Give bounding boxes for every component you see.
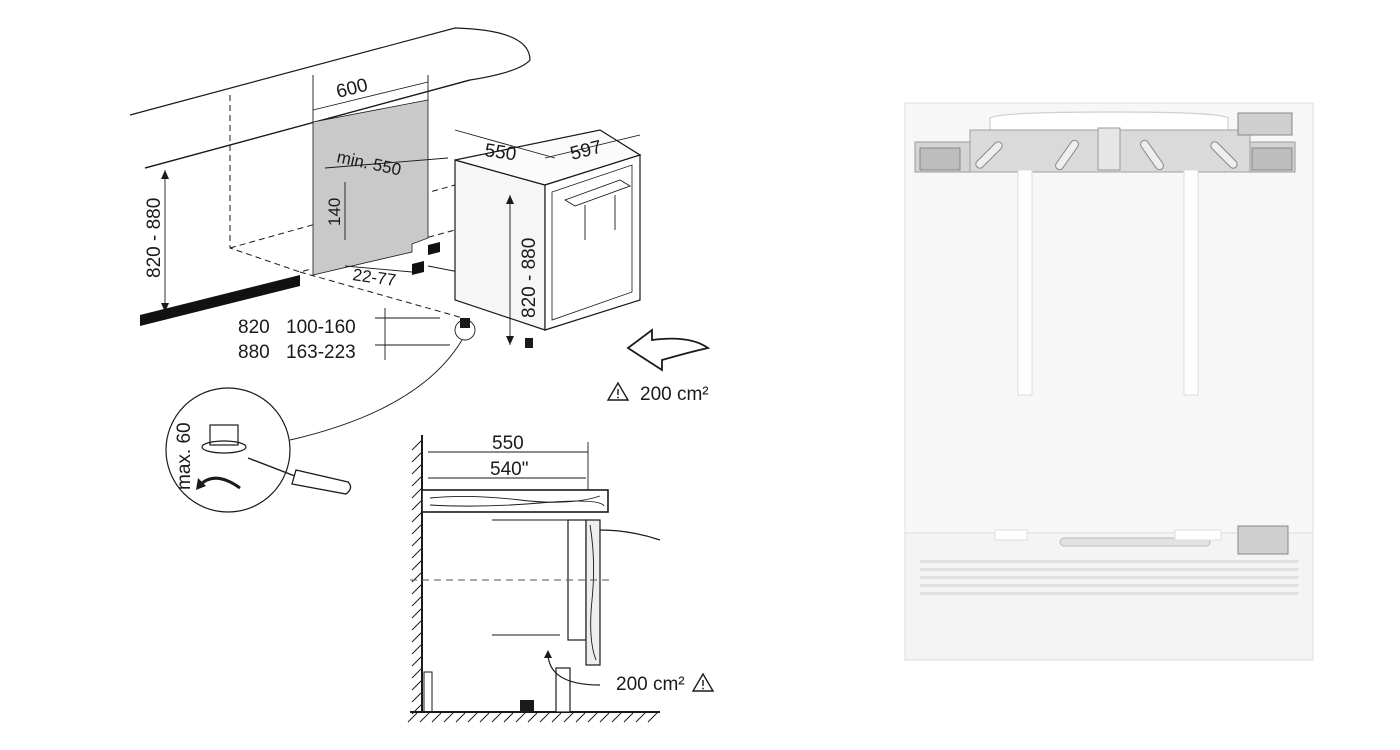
wall-hatch-line: [411, 583, 423, 595]
plinth-row-1-range: 100-160: [286, 317, 356, 338]
airflow-label-bottom: 200 cm²: [616, 674, 685, 695]
appliance-front-panel: [904, 102, 1314, 534]
section-diagram: 550 540" 200 cm²: [407, 433, 715, 723]
grill-slat: [920, 576, 1298, 579]
floor-hatch-line: [575, 711, 587, 723]
section-dim-540: 540": [490, 459, 528, 480]
section-foot: [520, 700, 534, 712]
section-plinth: [555, 667, 571, 713]
dim-140-label: 140: [325, 198, 344, 226]
appliance-height-label: 820 - 880: [519, 238, 540, 318]
airflow-label-top: 200 cm²: [640, 384, 709, 405]
niche-dashed-outline: [229, 95, 456, 273]
wall-hatch-line: [411, 439, 423, 451]
wall-hatch-line: [411, 643, 423, 655]
floor-hatch-line: [467, 711, 479, 723]
wall-hatch-line: [411, 631, 423, 643]
wall-hatch-line: [411, 475, 423, 487]
appliance-front-photo: [904, 102, 1314, 661]
wall-hatch-line: [411, 511, 423, 523]
floor-hatch-line: [419, 711, 431, 723]
floor-hatch-line: [443, 711, 455, 723]
floor-hatch-line: [479, 711, 491, 723]
floor-hatch-line: [647, 711, 659, 723]
ventilation-grill: [920, 560, 1298, 595]
wall-hatch-line: [411, 595, 423, 607]
plinth-row-2-range: 163-223: [286, 342, 356, 363]
appliance-depth-label: 550: [483, 140, 517, 165]
door-damper: [1059, 537, 1211, 547]
wall-hatch-line: [411, 679, 423, 691]
airflow-arrow-icon: [626, 328, 711, 372]
wall-hatch-line: [411, 499, 423, 511]
floor-hatch-line: [635, 711, 647, 723]
dim-22-77-label: 22-77: [351, 265, 397, 290]
plinth-row-1-height: 820: [238, 317, 270, 338]
section-dim-550: 550: [492, 433, 524, 454]
floor-strip-left: [140, 275, 300, 326]
hinge-bracket: [563, 179, 632, 207]
niche-back-panel: [312, 99, 429, 276]
wall-hatch-line: [411, 451, 423, 463]
door-rail-left: [1017, 169, 1033, 396]
floor-hatch-line: [587, 711, 599, 723]
foot-detail-circle: [165, 387, 291, 513]
appliance-front: [544, 154, 641, 331]
floor-hatch-line: [611, 711, 623, 723]
wall-hatch-line: [411, 607, 423, 619]
niche-height-label: 820 - 880: [144, 198, 165, 278]
floor-hatch-line: [527, 711, 539, 723]
top-hinge: [1237, 112, 1293, 136]
floor-hatch-line: [407, 711, 419, 723]
wall-hatch-line: [411, 523, 423, 535]
wall-hatch-line: [411, 487, 423, 499]
floor-hatch-line: [551, 711, 563, 723]
floor-hatch-line: [503, 711, 515, 723]
floor-hatch-line: [599, 711, 611, 723]
wall-hatch-line: [411, 655, 423, 667]
door-rail-right: [1183, 169, 1199, 396]
wall-hatch-line: [411, 691, 423, 703]
grill-slat: [920, 584, 1298, 587]
floor-hatch-line: [491, 711, 503, 723]
plinth-table: 820 100-160 880 163-223: [238, 308, 450, 363]
wall-hatch-line: [411, 559, 423, 571]
niche-width-label: 600: [334, 75, 370, 103]
floor-hatch-line: [515, 711, 527, 723]
worktop-outline: [129, 27, 531, 169]
plinth-row-2-height: 880: [238, 342, 270, 363]
floor-hatch-line: [431, 711, 443, 723]
foot-adjust-label: max. 60: [174, 422, 195, 490]
screwdriver-icon: [247, 457, 352, 495]
bottom-hinge: [1237, 525, 1289, 555]
wall-hatch-line: [411, 547, 423, 559]
wall-hatch-line: [411, 619, 423, 631]
isometric-installation-diagram: 820 - 880 600 min. 550 140 22-77 20 550: [129, 27, 711, 513]
grill-slat: [920, 592, 1298, 595]
warning-triangle-icon: [691, 672, 715, 692]
wall-hatch-line: [411, 667, 423, 679]
grill-slat: [920, 568, 1298, 571]
floor-hatch-line: [623, 711, 635, 723]
grill-slat: [920, 560, 1298, 563]
floor-hatch-line: [455, 711, 467, 723]
warning-triangle-icon: [606, 381, 630, 401]
wall-hatch-line: [411, 535, 423, 547]
wall-hatch-line: [411, 463, 423, 475]
floor-hatch-line: [563, 711, 575, 723]
floor-hatch-line: [539, 711, 551, 723]
